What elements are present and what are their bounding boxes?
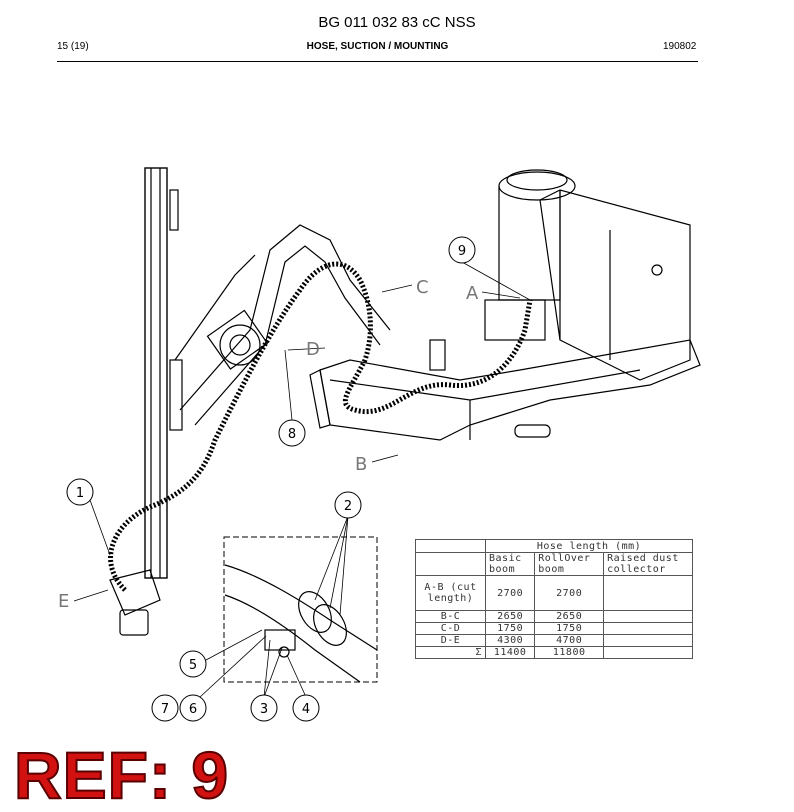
callout-3 xyxy=(250,694,278,722)
callout-5-label: 5 xyxy=(189,658,197,673)
table-row: Σ 11400 11800 xyxy=(414,646,693,659)
cell-basic: 2700 xyxy=(485,575,536,611)
cell-basic: 1750 xyxy=(485,622,536,635)
callout-7-label: 7 xyxy=(161,702,169,717)
callout-7 xyxy=(151,694,179,722)
section-title: HOSE, SUCTION / MOUNTING xyxy=(306,41,449,52)
point-a-label: A xyxy=(466,283,479,304)
leader-lines xyxy=(73,261,531,698)
cell-rollover: 1750 xyxy=(534,622,605,635)
bit-holder xyxy=(109,569,161,636)
point-c-label: C xyxy=(416,277,429,298)
callout-5 xyxy=(179,650,207,678)
row-label: C-D xyxy=(414,622,487,635)
feed-mast xyxy=(144,167,183,579)
boom-arm xyxy=(174,224,391,426)
callout-3-label: 3 xyxy=(260,702,268,717)
suction-hose xyxy=(108,261,533,592)
cell-basic: 4300 xyxy=(485,634,536,647)
point-d-label: D xyxy=(306,339,320,360)
cell-rollover: 4700 xyxy=(534,634,605,647)
cell-raised xyxy=(603,646,693,659)
callout-4 xyxy=(292,694,320,722)
callout-6-label: 6 xyxy=(189,702,197,717)
row-label: A-B (cut length) xyxy=(414,575,487,611)
carrier-base xyxy=(309,169,701,441)
point-e-label: E xyxy=(58,591,69,612)
row-label: B-C xyxy=(414,610,487,623)
cell-rollover: 11800 xyxy=(534,646,605,659)
header-empty-cell xyxy=(414,552,487,576)
callout-6 xyxy=(179,694,207,722)
hose-length-table: Hose length (mm) Basic boom RollOver boo… xyxy=(414,539,693,659)
cell-raised xyxy=(603,622,693,635)
col-header-rollover: RollOver boom xyxy=(534,552,605,576)
cell-rollover: 2700 xyxy=(534,575,605,611)
header-rule xyxy=(57,61,698,62)
col-header-raised: Raised dust collector xyxy=(603,552,693,576)
table-row: A-B (cut length) 2700 2700 xyxy=(414,575,693,611)
table-row: B-C 2650 2650 xyxy=(414,610,693,623)
document-id: BG 011 032 83 cC NSS xyxy=(318,14,476,31)
callout-2 xyxy=(334,491,362,519)
ref-stamp: REF: 9 xyxy=(13,738,230,812)
callout-4-label: 4 xyxy=(302,702,310,717)
cell-basic: 11400 xyxy=(485,646,536,659)
table-caption: Hose length (mm) xyxy=(485,539,693,553)
callout-9 xyxy=(448,236,476,264)
callout-8-label: 8 xyxy=(288,427,296,442)
callout-9-label: 9 xyxy=(458,244,466,259)
cell-basic: 2650 xyxy=(485,610,536,623)
row-label: Σ xyxy=(414,646,487,659)
date-code: 190802 xyxy=(663,41,697,52)
table-row: D-E 4300 4700 xyxy=(414,634,693,647)
point-b-label: B xyxy=(355,454,367,475)
callout-8 xyxy=(278,419,306,447)
table-row: C-D 1750 1750 xyxy=(414,622,693,635)
cell-raised xyxy=(603,610,693,623)
callout-2-label: 2 xyxy=(344,499,352,514)
row-label: D-E xyxy=(414,634,487,647)
callout-1-label: 1 xyxy=(76,486,84,501)
page-number: 15 (19) xyxy=(57,41,89,52)
cell-raised xyxy=(603,575,693,611)
cell-rollover: 2650 xyxy=(534,610,605,623)
cell-raised xyxy=(603,634,693,647)
col-header-basic: Basic boom xyxy=(485,552,536,576)
callout-1 xyxy=(66,478,94,506)
detail-view xyxy=(223,536,378,683)
